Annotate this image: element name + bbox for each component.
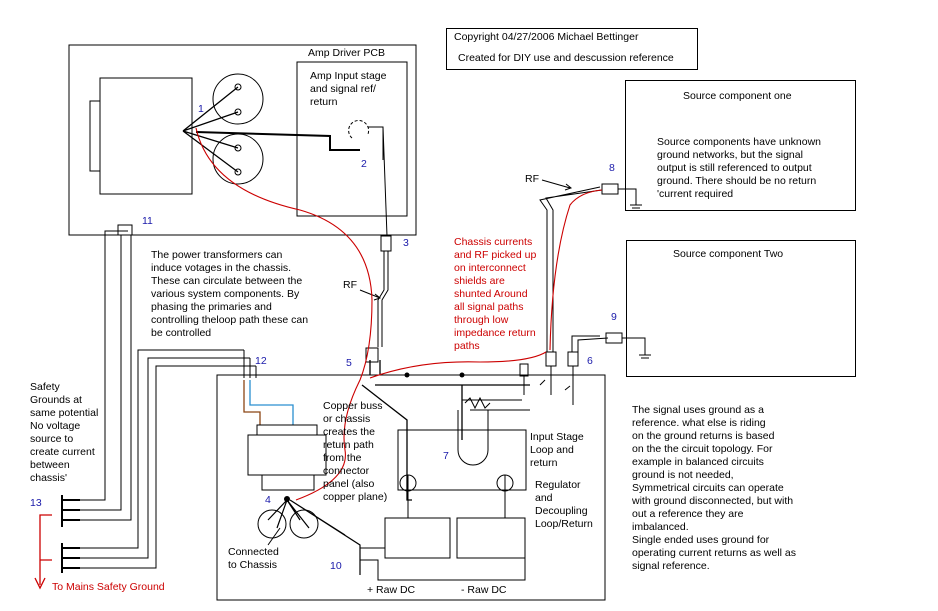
transformer-note: The power transformers can induce votage… [151, 249, 309, 339]
label-6: 6 [587, 355, 593, 367]
source-one-text: Source components have unknown ground ne… [657, 136, 822, 200]
amp-upper-winding [212, 73, 264, 125]
cap-left [384, 517, 451, 559]
node-dot [404, 372, 410, 378]
input-stage-box [397, 429, 527, 491]
plug-9 [605, 332, 623, 344]
chassis-current-source [549, 189, 603, 351]
safety-note: Safety Grounds at same potential No volt… [30, 381, 99, 484]
dc-wires [360, 475, 526, 581]
label-4: 4 [265, 494, 271, 506]
pin-dot [234, 83, 242, 91]
plug-13-upper [61, 495, 80, 527]
resistor [464, 396, 491, 410]
label-7: 7 [443, 450, 449, 462]
connector-6a [545, 351, 557, 367]
lower-winding-wires [267, 499, 361, 575]
connector-3 [380, 235, 392, 252]
raw-dc-neg-label: - Raw DC [461, 584, 507, 596]
label-10: 10 [330, 560, 342, 572]
connector-5 [365, 347, 379, 363]
copper-buss-note: Copper buss or chassis creates the retur… [323, 400, 388, 503]
plug-13-lower [61, 543, 80, 573]
pin-dot [234, 108, 242, 116]
lower-transformer-base [261, 474, 315, 491]
chassis-currents-note: Chassis currents and RF picked up on int… [454, 236, 537, 352]
rf-arrow-top [541, 179, 573, 191]
ground-tab-11 [117, 224, 133, 236]
lower-transformer-body [247, 434, 327, 476]
label-13: 13 [30, 497, 42, 509]
connector-6c [519, 363, 529, 377]
source-two-title: Source component Two [673, 248, 784, 260]
label-11: 11 [142, 215, 153, 227]
copper-buss [361, 360, 530, 501]
amp-input-stage-label: Amp Input stage and signal ref/ return [310, 70, 387, 108]
amp-pcb-title: Amp Driver PCB [308, 47, 386, 59]
pin-dot [234, 168, 242, 176]
safety-ground-wire-11 [62, 230, 132, 521]
connector-6-wires [523, 366, 574, 405]
brown-wire [243, 380, 261, 425]
input-jack-symbol [348, 120, 370, 139]
amp-transformer-core [99, 77, 193, 195]
mains-ground-arrow [34, 514, 52, 590]
amp-transformer-plate [89, 100, 101, 172]
plug-8 [601, 183, 619, 195]
input-loop-note: Input Stage Loop and return [530, 431, 584, 469]
lower-right-winding [289, 509, 319, 539]
amp-chassis-box [68, 44, 417, 236]
pin-dot [234, 144, 242, 152]
node-dot [284, 496, 290, 502]
label-12: 12 [255, 355, 267, 367]
input-ret-wire [368, 126, 388, 237]
label-1: 1 [198, 103, 204, 115]
cable-8 [539, 186, 603, 352]
winding-wire [182, 86, 239, 173]
chassis-current-return [369, 351, 547, 379]
regulator-note: Regulator and Decoupling Loop/Return [535, 479, 593, 530]
cable-3 [377, 251, 389, 347]
chassis-current-main [195, 127, 373, 501]
connector-6b [567, 351, 579, 367]
label-3: 3 [403, 237, 409, 249]
blue-wire [249, 380, 294, 425]
source-one-title: Source component one [683, 90, 792, 102]
rf-label-top: RF [525, 173, 539, 185]
copyright-text: Copyright 04/27/2006 Michael Bettinger [454, 31, 639, 43]
connected-note: Connected to Chassis [228, 546, 279, 571]
copyright-box [446, 28, 698, 70]
lower-transformer-cap [256, 424, 318, 436]
purpose-text: Created for DIY use and descussion refer… [458, 52, 674, 64]
lower-chassis-box [216, 374, 606, 601]
source-two-box [626, 240, 856, 377]
rf-label-mid: RF [343, 279, 357, 291]
label-8: 8 [609, 162, 615, 174]
cable-9 [571, 335, 609, 352]
input-signal-wire [195, 131, 360, 151]
node-dot [459, 372, 465, 378]
loop-7 [457, 399, 530, 466]
ground-9 [622, 337, 651, 359]
safety-ground-wire-12 [62, 349, 256, 569]
amp-input-pcb-box [296, 61, 408, 217]
lead-12 [243, 350, 257, 378]
raw-dc-pos-label: + Raw DC [367, 584, 416, 596]
lower-left-winding [257, 509, 287, 539]
ground-8 [618, 188, 642, 209]
label-5: 5 [346, 357, 352, 369]
mains-label: To Mains Safety Ground [52, 581, 165, 593]
label-9: 9 [611, 311, 617, 323]
connected-pointer [267, 527, 281, 546]
signal-ground-note: The signal uses ground as a reference. w… [632, 404, 796, 572]
rf-arrow-mid [359, 289, 382, 301]
cap-right [456, 517, 526, 559]
label-2: 2 [361, 158, 367, 170]
source-one-box [625, 80, 856, 211]
